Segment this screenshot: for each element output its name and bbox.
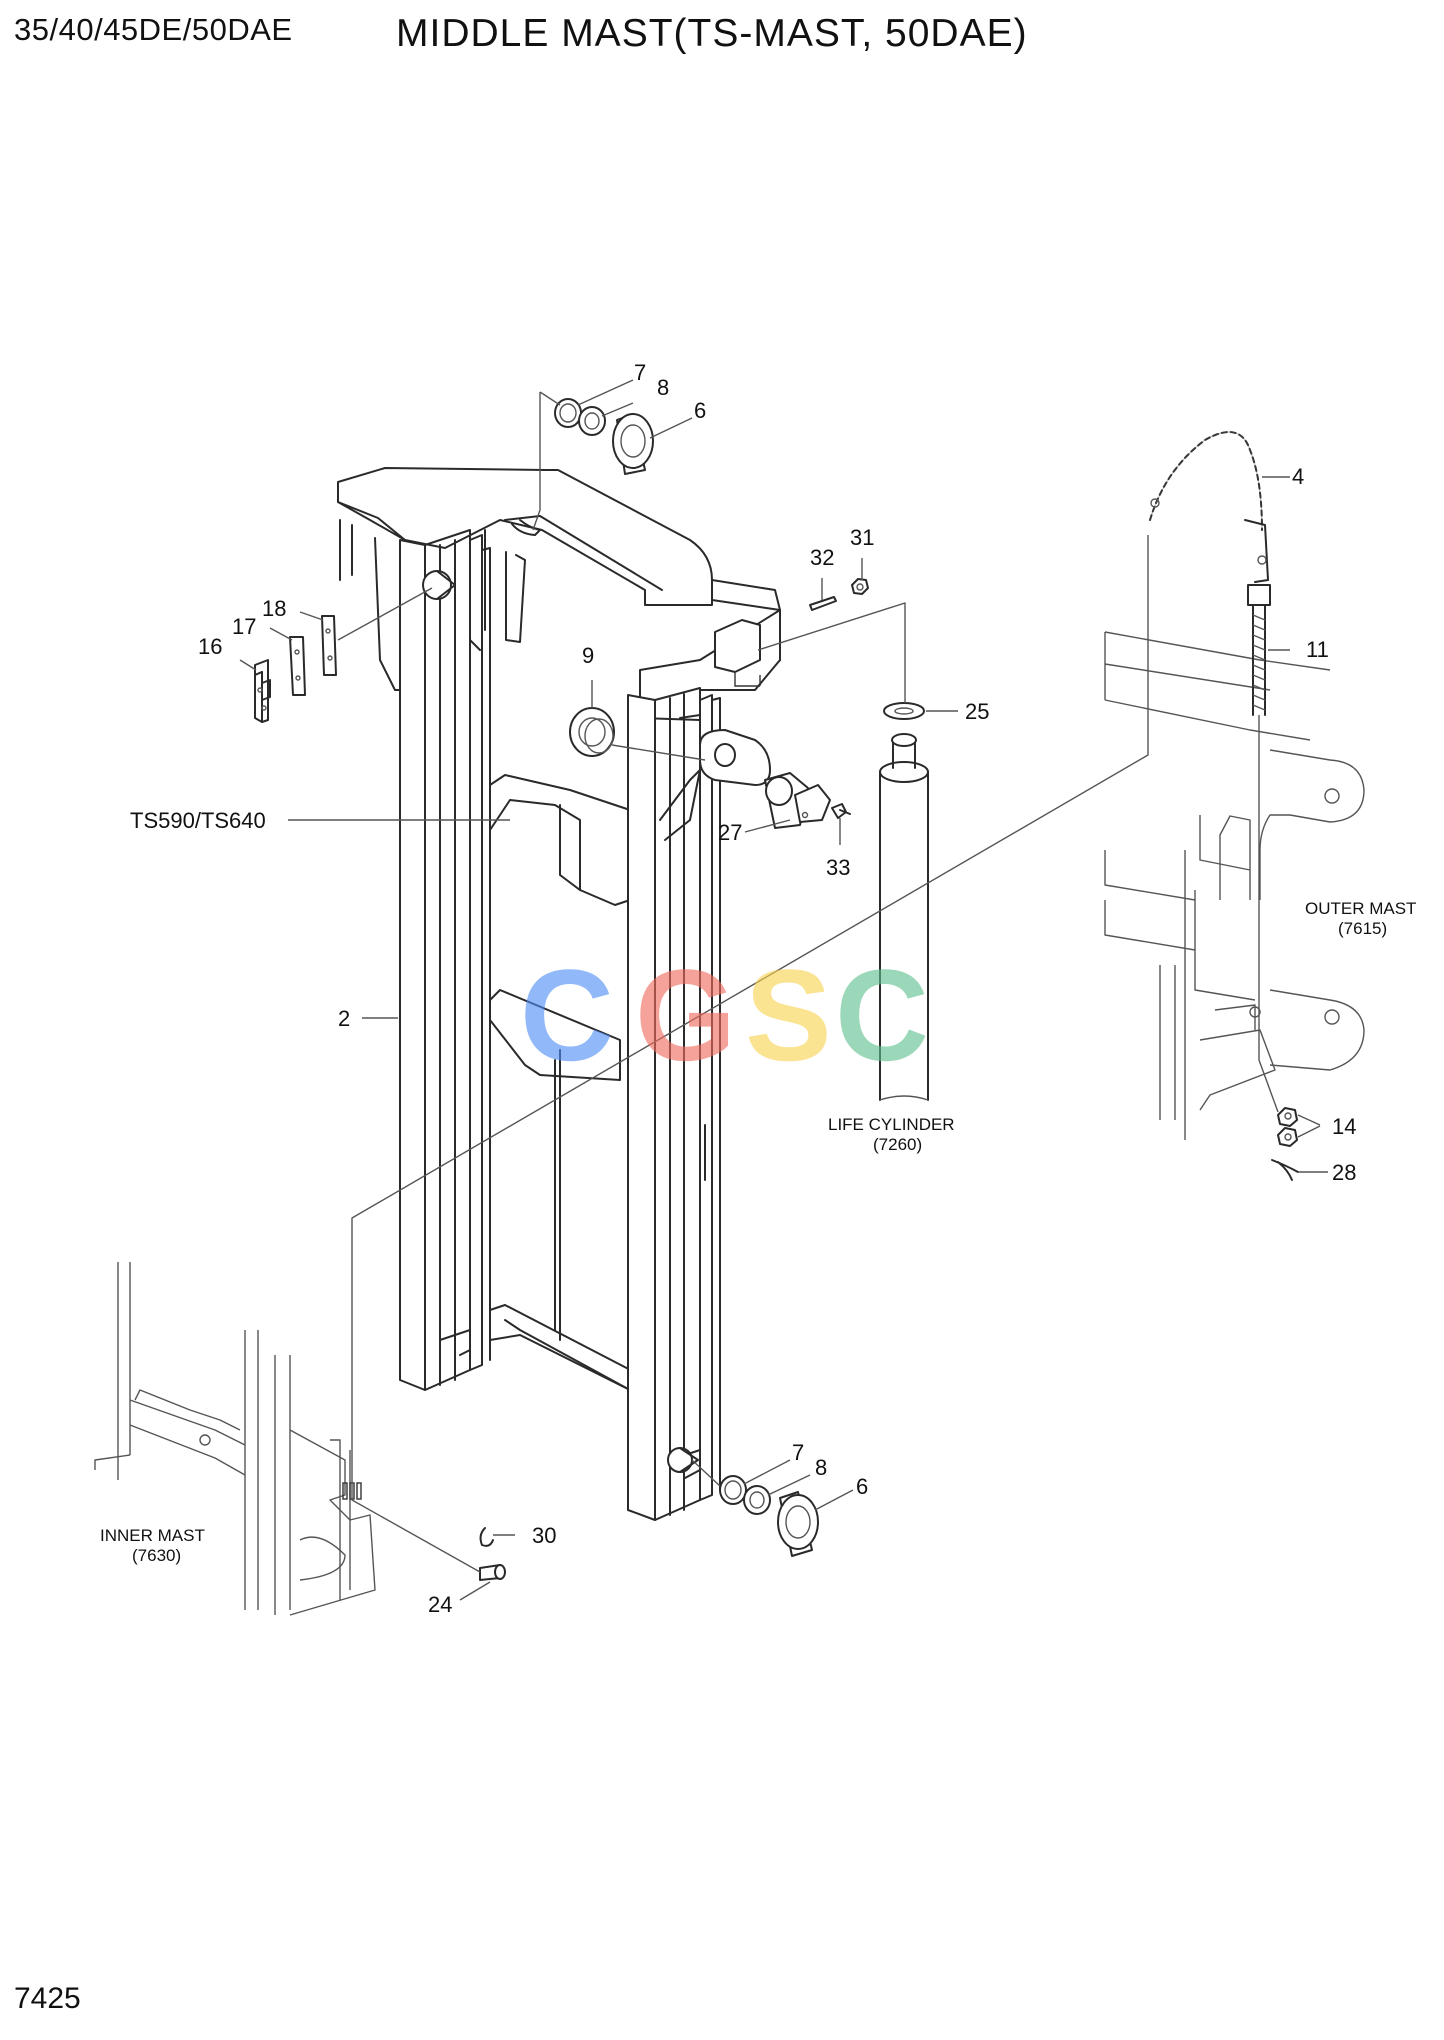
nut-14 bbox=[1277, 1107, 1298, 1147]
outer-mast-label: OUTER MAST bbox=[1305, 899, 1416, 918]
nut-31 bbox=[851, 578, 869, 595]
callout-16: 16 bbox=[198, 634, 222, 659]
cgsc-watermark: C G S C bbox=[520, 942, 929, 1088]
washer-25 bbox=[883, 702, 925, 720]
outer-mast-drawing bbox=[1104, 631, 1365, 1140]
watermark-letter-4: C bbox=[835, 942, 929, 1088]
callout-11: 11 bbox=[1306, 637, 1329, 662]
bearing-6-top bbox=[612, 413, 654, 475]
callouts: 7 8 6 4 11 31 32 9 25 18 17 16 TS590/TS6… bbox=[130, 360, 1356, 1617]
shim-7-bottom bbox=[719, 1475, 747, 1505]
pin-30 bbox=[479, 1527, 494, 1547]
callout-18: 18 bbox=[262, 596, 286, 621]
model-code: 35/40/45DE/50DAE bbox=[14, 12, 293, 47]
lift-cylinder-drawing bbox=[879, 733, 929, 1101]
callout-8-bottom: 8 bbox=[815, 1455, 827, 1480]
callout-27: 27 bbox=[718, 820, 742, 845]
plate-17 bbox=[289, 636, 306, 696]
shim-8-top bbox=[578, 406, 606, 436]
shim-7-top bbox=[554, 398, 582, 428]
callout-30: 30 bbox=[532, 1523, 556, 1548]
watermark-letter-1: C bbox=[520, 942, 614, 1088]
callout-7-bottom: 7 bbox=[792, 1440, 804, 1465]
callout-17: 17 bbox=[232, 614, 256, 639]
callout-ts590-ts640: TS590/TS640 bbox=[130, 808, 266, 833]
inner-mast-code: (7630) bbox=[132, 1546, 181, 1565]
callout-7-top: 7 bbox=[634, 360, 646, 385]
callout-14: 14 bbox=[1332, 1114, 1356, 1139]
callout-33: 33 bbox=[826, 855, 850, 880]
reference-labels: OUTER MAST (7615) LIFE CYLINDER (7260) I… bbox=[100, 899, 1416, 1565]
callout-6-bottom: 6 bbox=[856, 1474, 868, 1499]
watermark-letter-2: G bbox=[635, 942, 736, 1088]
callout-28: 28 bbox=[1332, 1160, 1356, 1185]
chain-4 bbox=[1149, 431, 1269, 583]
inner-mast-label: INNER MAST bbox=[100, 1526, 205, 1545]
callout-31: 31 bbox=[850, 525, 874, 550]
bolt-33 bbox=[831, 803, 851, 819]
callout-24: 24 bbox=[428, 1592, 452, 1617]
callout-32: 32 bbox=[810, 545, 834, 570]
cotter-pin-28 bbox=[1271, 1159, 1299, 1181]
leader-lines bbox=[239, 379, 1328, 1601]
middle-mast-frame bbox=[337, 467, 781, 1521]
callout-9: 9 bbox=[582, 643, 594, 668]
bearing-6-bottom bbox=[777, 1491, 819, 1557]
pin-24 bbox=[479, 1564, 506, 1581]
callout-25: 25 bbox=[965, 699, 989, 724]
callout-2: 2 bbox=[338, 1006, 350, 1031]
callout-8-top: 8 bbox=[657, 375, 669, 400]
plate-18 bbox=[321, 615, 337, 676]
life-cylinder-label: LIFE CYLINDER bbox=[828, 1115, 955, 1134]
watermark-letter-3: S bbox=[745, 942, 832, 1088]
page-number: 7425 bbox=[14, 1982, 81, 2015]
anchor-bolt-11 bbox=[1247, 584, 1271, 716]
pin-27 bbox=[764, 772, 831, 829]
pin-32 bbox=[809, 596, 837, 611]
callout-4: 4 bbox=[1292, 464, 1304, 489]
plate-16 bbox=[254, 659, 271, 723]
outer-mast-code: (7615) bbox=[1338, 919, 1387, 938]
inner-mast-drawing bbox=[94, 1262, 376, 1616]
page-title: MIDDLE MAST(TS-MAST, 50DAE) bbox=[396, 12, 1028, 55]
roller-9 bbox=[569, 707, 615, 757]
callout-6-top: 6 bbox=[694, 398, 706, 423]
shim-8-bottom bbox=[743, 1485, 771, 1515]
life-cylinder-code: (7260) bbox=[873, 1135, 922, 1154]
